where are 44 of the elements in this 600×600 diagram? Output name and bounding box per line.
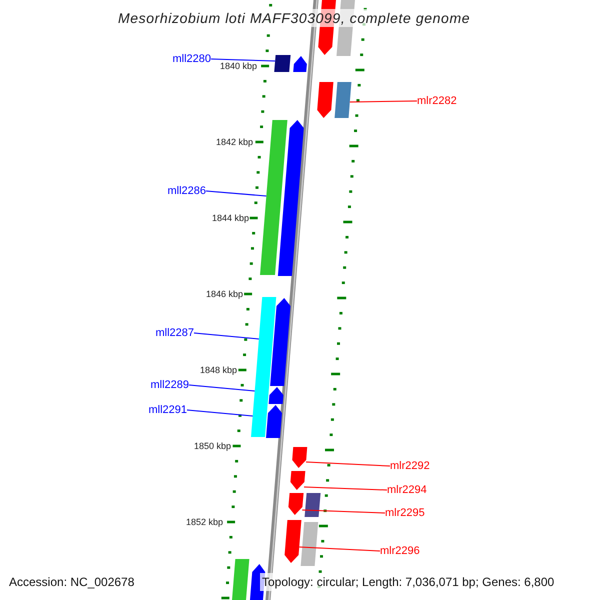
- gene-feature: [317, 82, 334, 118]
- gene-label: mll2286: [167, 184, 206, 198]
- gene-feature: [288, 493, 304, 515]
- gene-label: mll2291: [148, 403, 187, 417]
- diagram-title: Mesorhizobium loti MAFF303099, complete genome: [118, 9, 470, 27]
- gene-label: mll2289: [150, 378, 189, 392]
- gene-feature: [284, 520, 302, 563]
- scale-label: 1840 kbp: [220, 61, 257, 72]
- gene-label: mlr2295: [385, 506, 425, 520]
- gene-feature: [278, 120, 304, 276]
- gene-feature: [290, 471, 306, 490]
- scale-label: 1842 kbp: [216, 137, 253, 148]
- gene-bar: [304, 493, 321, 517]
- leader-line: [349, 100, 418, 102]
- gene-feature: [293, 56, 307, 72]
- scale-label: 1846 kbp: [206, 289, 243, 300]
- gene-label: mlr2296: [380, 544, 420, 558]
- gene-label: mlr2282: [417, 94, 457, 108]
- leader-line: [210, 58, 276, 62]
- leader-line: [298, 546, 380, 552]
- leader-line: [306, 462, 390, 466]
- gene-bar: [300, 522, 318, 566]
- leader-line: [304, 486, 388, 490]
- gene-bar: [254, 384, 270, 402]
- gene-label: mlr2292: [390, 459, 430, 473]
- scale-label: 1852 kbp: [186, 517, 223, 528]
- leader-line: [302, 510, 386, 514]
- leader-line: [194, 332, 260, 340]
- scale-label: 1844 kbp: [212, 213, 249, 224]
- gene-bar: [334, 82, 352, 118]
- leader-line: [186, 410, 254, 416]
- leader-line: [206, 190, 267, 196]
- accession-text: Accession: NC_002678: [9, 574, 134, 590]
- gene-label: mll2280: [172, 52, 211, 66]
- scale-label: 1848 kbp: [200, 365, 237, 376]
- genome-summary-text: Topology: circular; Length: 7,036,071 bp; Genes: 6,800: [260, 573, 556, 591]
- gene-feature: [268, 387, 284, 404]
- gene-label: mlr2294: [387, 483, 427, 497]
- gene-bar: [260, 120, 288, 275]
- scale-label: 1850 kbp: [194, 441, 231, 452]
- gene-box: [274, 55, 291, 72]
- gene-feature: [292, 447, 308, 468]
- gene-label: mll2287: [155, 326, 194, 340]
- gene-bar: [232, 559, 250, 600]
